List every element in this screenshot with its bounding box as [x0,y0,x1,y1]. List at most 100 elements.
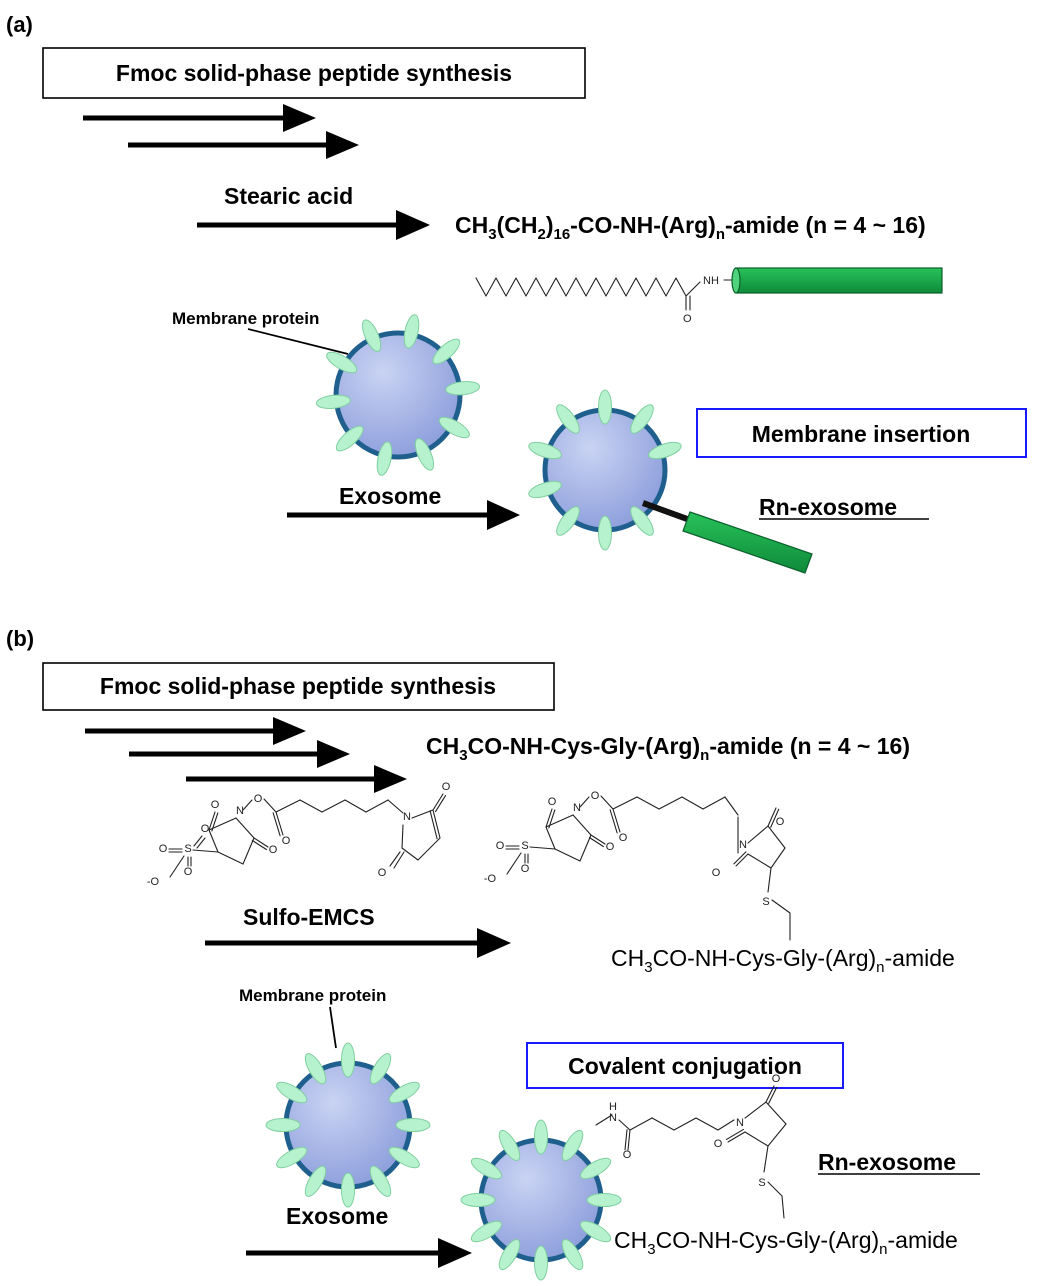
atom-label: O [772,1073,781,1085]
synthesis-box-a-text: Fmoc solid-phase peptide synthesis [116,60,512,86]
membrane-protein [561,1238,584,1271]
exosome-label-b: Exosome [286,1203,388,1229]
synthesis-box-a: Fmoc solid-phase peptide synthesis [42,47,586,99]
atom-label: N [736,1117,744,1129]
arrow-a4 [287,500,520,530]
membrane-protein [265,1118,301,1132]
membrane-protein [561,1129,584,1162]
atom-label: N [236,805,244,817]
membrane-protein [341,1042,355,1078]
membrane-protein [579,1220,612,1243]
atom-label: N [573,802,581,814]
arrow-b3 [186,765,407,793]
atom-label: N [403,811,411,823]
membrane-protein [534,1119,548,1155]
synthesis-box-b-text: Fmoc solid-phase peptide synthesis [100,673,496,699]
membrane-protein [304,1053,327,1085]
membrane-protein [630,506,654,536]
atom-label: O [606,841,615,853]
membrane-protein [376,441,393,476]
membrane-protein-label-a: Membrane protein [172,309,319,328]
membrane-protein [361,319,382,352]
membrane-protein [556,404,580,434]
atom-label: O [521,863,530,875]
membrane-protein [276,1081,308,1104]
membrane-protein [498,1129,521,1162]
membrane-protein [388,1081,420,1104]
atom-label: O [623,1149,632,1161]
atom-label: O [184,866,193,878]
atom-label: N [609,1112,617,1124]
membrane-protein [403,314,420,349]
atom-label: O [159,843,168,855]
membrane-protein [369,1165,392,1197]
atom-label: O [496,840,505,852]
membrane-protein [498,1238,521,1271]
atom-label: O [282,835,291,847]
peptide-cylinder-a [731,267,943,294]
structure-nh-a: NH [703,275,719,287]
atom-label: O [591,790,600,802]
membrane-protein [579,1157,612,1180]
membrane-protein [445,381,481,396]
membrane-protein [534,1245,548,1281]
result-label-a: Rn-exosome [759,494,929,520]
reagent-stearic-acid: Stearic acid [224,183,353,209]
membrane-protein [369,1053,392,1085]
atom-label: O [254,793,263,805]
atom-label: O [548,796,557,808]
membrane-protein [304,1165,327,1197]
conjugate-formula-b: CH3CO-NH-Cys-Gly-(Arg)n-amide [614,1227,958,1258]
exosome-rn-b [460,1119,622,1281]
membrane-protein [528,441,562,460]
method-box-b-text: Covalent conjugation [568,1053,802,1079]
membrane-protein [630,404,654,434]
atom-label: S [758,1177,765,1189]
membrane-protein [556,506,580,536]
membrane-protein [470,1157,503,1180]
atom-label: O [211,799,220,811]
exosome-label-a: Exosome [339,483,441,509]
atom-label: O [712,867,721,879]
exosome-rn-a [528,389,682,551]
panel-a-label: (a) [6,12,33,37]
exosome-b [265,1042,431,1208]
atom-label: -O [147,876,160,888]
stearyl-peptide-structure: O NH [475,267,943,325]
synthesis-box-b: Fmoc solid-phase peptide synthesis [42,662,555,711]
method-box-b: Covalent conjugation [526,1042,844,1089]
result-label-b: Rn-exosome [818,1149,980,1175]
inserted-peptide-a [641,500,813,574]
method-box-a-text: Membrane insertion [752,421,971,447]
membrane-protein-pointer-a [247,328,349,355]
arrow-a2 [128,131,359,159]
panel-b-label: (b) [6,626,34,651]
membrane-protein [388,1146,420,1169]
vesicle [542,407,668,533]
membrane-protein [335,425,364,452]
intermediate-formula-b: CH3CO-NH-Cys-Gly-(Arg)n-amide [611,945,955,976]
membrane-protein [315,394,351,409]
arrow-a1 [83,104,316,132]
atom-label: S [521,840,528,852]
membrane-protein [598,515,612,551]
membrane-protein [460,1193,496,1207]
arrow-a3 [197,210,430,240]
structure-o-a: O [683,313,692,325]
atom-label: O [714,1138,723,1150]
membrane-protein [326,351,358,374]
arrow-b4 [205,928,511,958]
vesicle [478,1137,604,1263]
atom-label: S [184,843,191,855]
vesicle [283,1060,413,1190]
membrane-protein [586,1193,622,1207]
membrane-protein [341,1172,355,1208]
atom-label: O [378,867,387,879]
membrane-protein-pointer-b [329,1006,337,1049]
arrow-b5 [246,1238,472,1268]
atom-label: O [619,832,628,844]
atom-label: H [609,1101,617,1113]
